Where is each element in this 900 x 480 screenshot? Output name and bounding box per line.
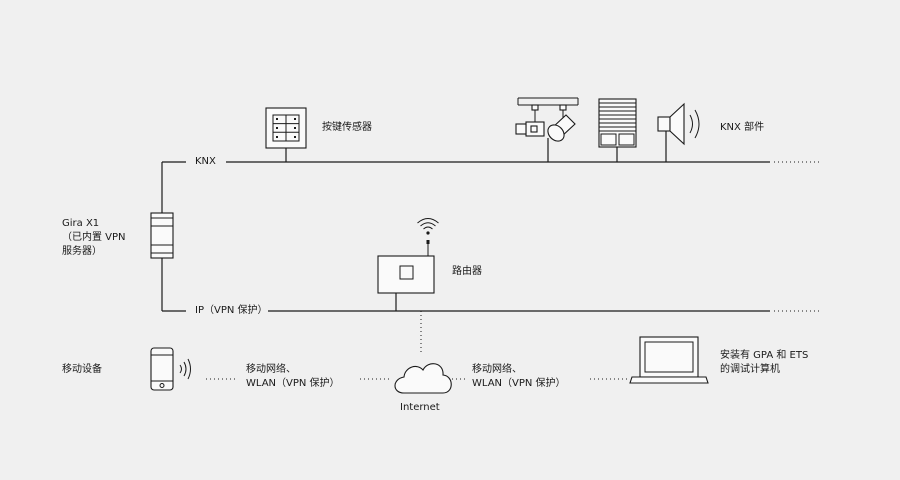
wifi-icon	[417, 218, 439, 235]
laptop-link-line2: WLAN（VPN 保护）	[472, 378, 566, 389]
mobile-link-line2: WLAN（VPN 保护）	[246, 378, 340, 389]
gira-x1-desc-1: （已内置 VPN	[62, 232, 126, 243]
gira-x1-name: Gira X1	[62, 218, 100, 229]
cloud-icon	[394, 363, 452, 394]
spotlight-icon	[515, 97, 579, 162]
knx-bus-label: KNX	[195, 156, 216, 167]
internet-label: Internet	[400, 402, 440, 413]
blind-icon	[598, 98, 637, 162]
push-button-sensor-icon	[265, 107, 307, 162]
laptop-label-line1: 安装有 GPA 和 ETS	[720, 350, 809, 361]
speaker-icon	[657, 102, 700, 162]
gira-x1-icon	[150, 212, 174, 259]
laptop-label: 安装有 GPA 和 ETS 的调试计算机	[720, 349, 808, 377]
knx-devices-label: KNX 部件	[720, 122, 765, 133]
smartphone-icon	[150, 347, 191, 391]
laptop-icon	[629, 336, 709, 384]
gira-x1-desc-2: 服务器）	[62, 246, 102, 257]
router-icon	[377, 240, 435, 311]
mobile-link-label: 移动网络、 WLAN（VPN 保护）	[246, 363, 340, 391]
mobile-device-label: 移动设备	[62, 364, 102, 375]
push-button-label: 按键传感器	[322, 122, 372, 133]
router-label: 路由器	[452, 266, 482, 277]
gira-x1-label: Gira X1 （已内置 VPN 服务器）	[62, 217, 126, 259]
laptop-link-line1: 移动网络、	[472, 364, 522, 375]
ip-bus-label: IP（VPN 保护）	[195, 305, 268, 316]
laptop-label-line2: 的调试计算机	[720, 364, 780, 375]
mobile-link-line1: 移动网络、	[246, 364, 296, 375]
laptop-link-label: 移动网络、 WLAN（VPN 保护）	[472, 363, 566, 391]
